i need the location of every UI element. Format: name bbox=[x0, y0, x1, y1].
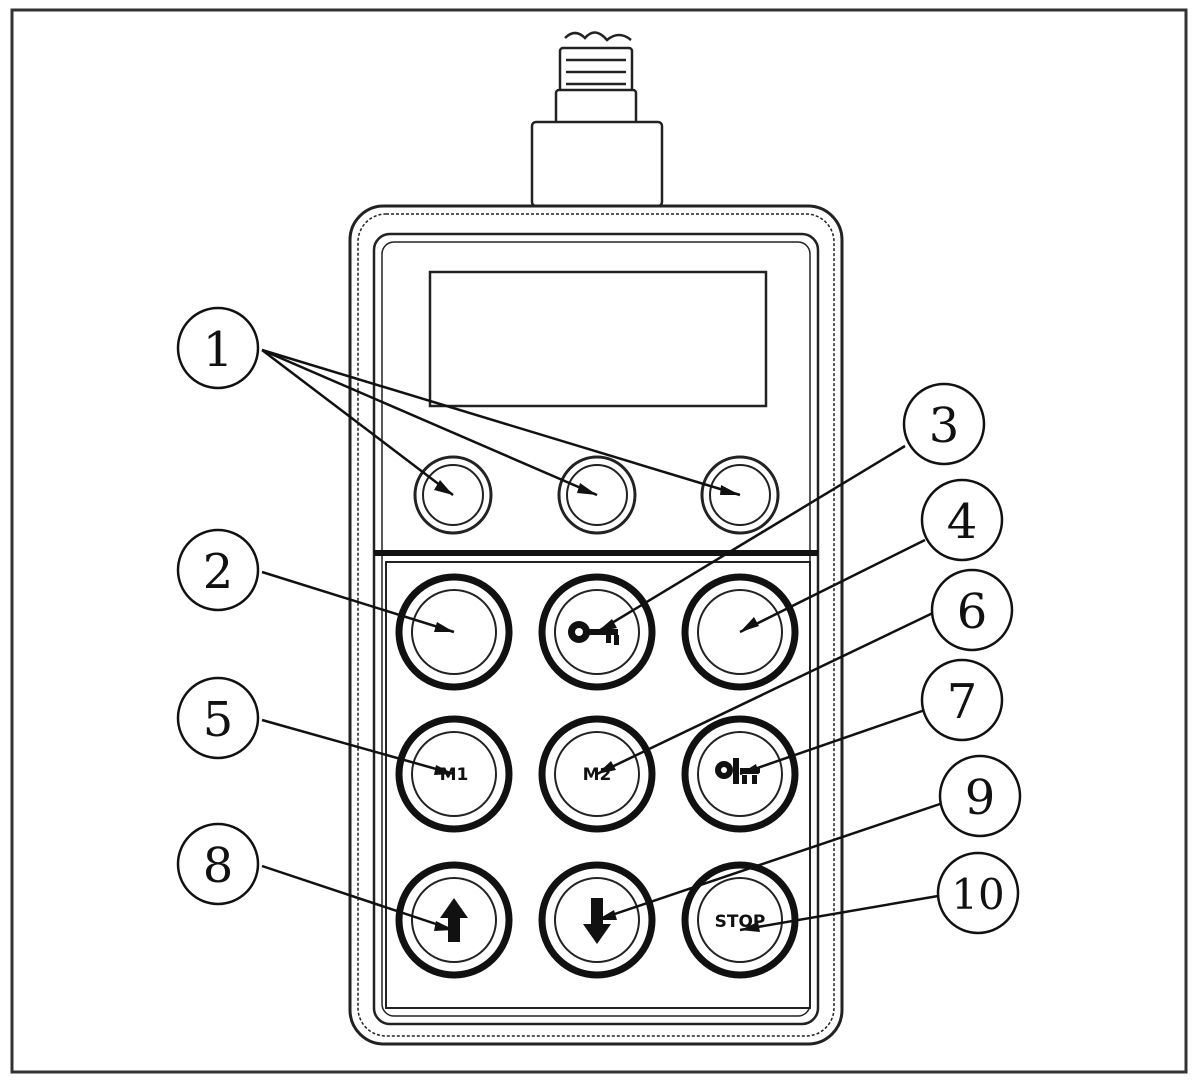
callout-3: 3 bbox=[902, 382, 986, 466]
callout-9: 9 bbox=[938, 754, 1022, 838]
callout-2: 2 bbox=[176, 528, 260, 612]
callout-10: 10 bbox=[936, 851, 1020, 935]
callout-7: 7 bbox=[920, 658, 1004, 742]
callout-6: 6 bbox=[930, 568, 1014, 652]
button-8-up[interactable] bbox=[395, 861, 513, 979]
svg-text:2: 2 bbox=[203, 544, 234, 600]
leader-lines bbox=[261, 348, 941, 932]
arrowheads bbox=[434, 480, 760, 932]
lcd-display bbox=[428, 270, 768, 408]
svg-text:4: 4 bbox=[947, 494, 978, 550]
m1-label: M1 bbox=[440, 765, 469, 785]
svg-text:9: 9 bbox=[965, 770, 996, 826]
keypad-panel bbox=[374, 550, 818, 1009]
outer-frame bbox=[10, 8, 1188, 1074]
svg-text:3: 3 bbox=[929, 398, 960, 454]
svg-text:10: 10 bbox=[951, 870, 1004, 919]
svg-text:8: 8 bbox=[203, 838, 234, 894]
svg-text:6: 6 bbox=[957, 584, 988, 640]
callout-1: 1 bbox=[176, 306, 260, 390]
arrow-up-icon bbox=[440, 898, 468, 942]
key-icon bbox=[568, 621, 619, 645]
callout-5: 5 bbox=[176, 676, 260, 760]
callout-4: 4 bbox=[920, 478, 1004, 562]
arrow-down-icon bbox=[583, 898, 611, 944]
button-7-trailer[interactable] bbox=[681, 715, 799, 833]
svg-text:5: 5 bbox=[203, 692, 234, 748]
callout-8: 8 bbox=[176, 822, 260, 906]
button-10-stop[interactable]: STOP bbox=[681, 861, 799, 979]
svg-text:1: 1 bbox=[203, 322, 234, 378]
svg-text:7: 7 bbox=[947, 674, 978, 730]
cable bbox=[530, 31, 664, 208]
